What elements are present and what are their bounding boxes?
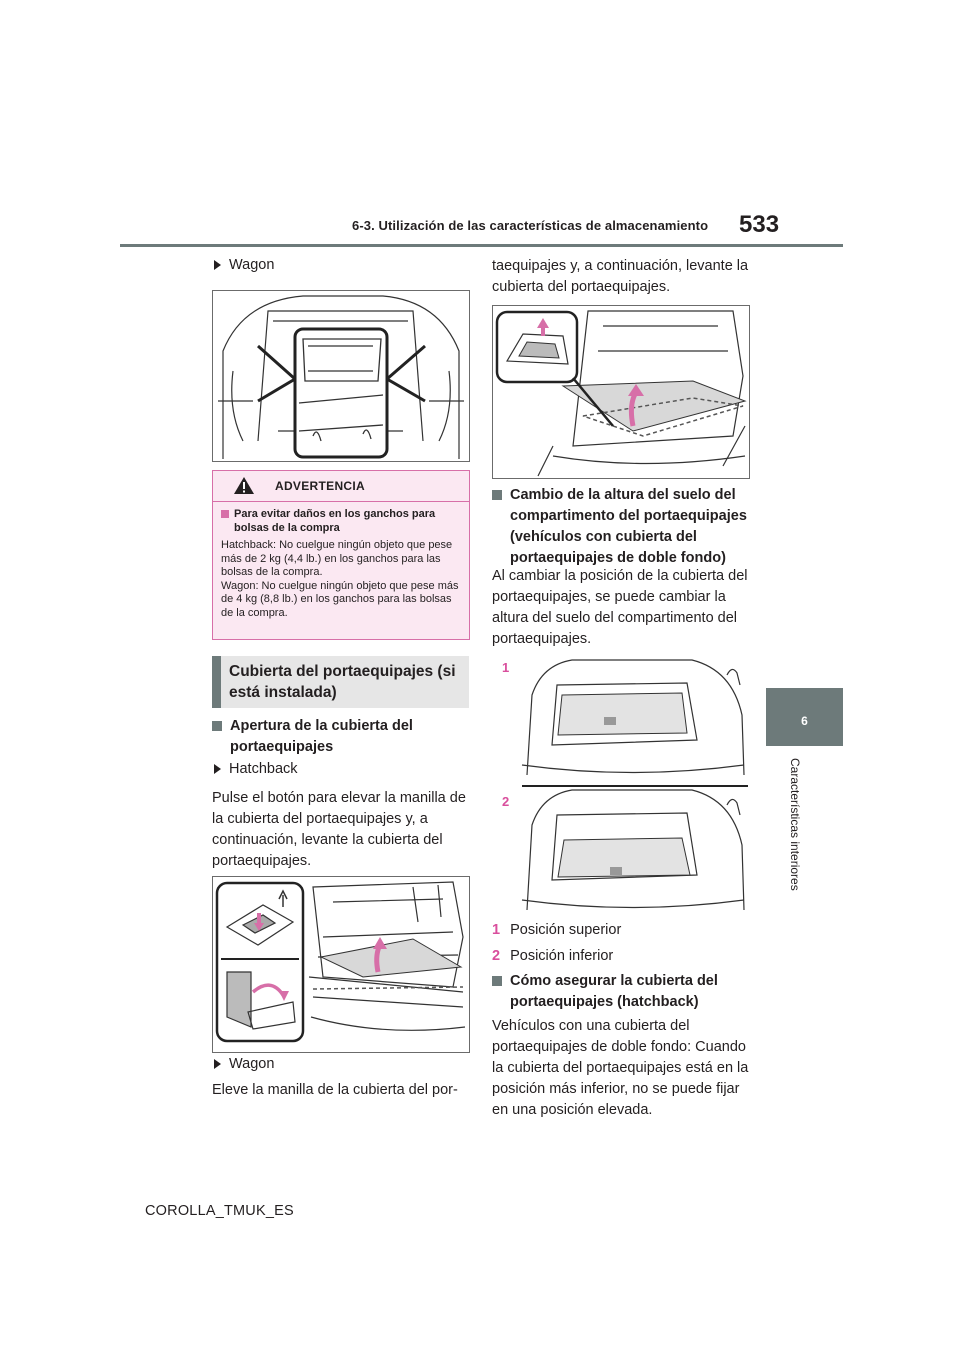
hatchback-label: Hatchback	[214, 761, 298, 777]
square-bullet-icon	[212, 721, 222, 731]
chapter-title-vertical: Características interiores	[788, 758, 808, 891]
wagon-instructions-cont: taequipajes y, a continuación, levante l…	[492, 258, 749, 295]
bullet-triangle-icon	[214, 1059, 221, 1069]
warning-box: ADVERTENCIA Para evitar daños en los gan…	[212, 470, 470, 640]
header-rule	[120, 244, 843, 247]
square-bullet-icon	[492, 976, 502, 986]
position-1-marker: 1	[502, 660, 509, 675]
subsection-securing-cover: Cómo asegurar la cubierta del portaequip…	[492, 971, 750, 1013]
wagon-label-1: Wagon	[214, 257, 274, 273]
square-bullet-icon	[492, 490, 502, 500]
section-heading-band: Cubierta del portaequipajes (si está ins…	[212, 656, 469, 708]
warning-text: Hatchback: No cuelgue ningún objeto que …	[221, 539, 459, 619]
position-item-1: 1 Posición superior	[492, 922, 622, 938]
position-2-marker: 2	[502, 794, 509, 809]
figure-wagon-cargo-hooks	[212, 290, 470, 462]
warning-triangle-icon	[234, 477, 254, 494]
warning-title: ADVERTENCIA	[275, 479, 365, 493]
section-heading: Cubierta del portaequipajes (si está ins…	[229, 663, 456, 701]
chapter-number: 6	[801, 714, 808, 728]
bullet-triangle-icon	[214, 260, 221, 270]
figure-floor-positions: 1 2	[492, 655, 748, 917]
chapter-tab	[766, 688, 843, 746]
subsection-opening-cover: Apertura de la cubierta del portaequipaj…	[212, 716, 468, 758]
warning-subheading: Para evitar daños en los ganchos para bo…	[221, 507, 465, 535]
chapter-title: Características interiores	[788, 758, 802, 891]
figure-hatchback-cover	[212, 876, 470, 1053]
floor-height-text: Al cambiar la posición de la cubierta de…	[492, 568, 748, 647]
figure-wagon-cover	[492, 305, 750, 479]
pink-square-bullet-icon	[221, 510, 229, 518]
securing-cover-text: Vehículos con una cubierta del portaequi…	[492, 1018, 749, 1118]
wagon-label-2: Wagon	[214, 1056, 274, 1072]
wagon-instructions-start: Eleve la manilla de la cubierta del por-	[212, 1082, 458, 1098]
hatchback-instructions: Pulse el botón para elevar la manilla de…	[212, 790, 466, 869]
warning-header: ADVERTENCIA	[213, 471, 469, 502]
document-code: COROLLA_TMUK_ES	[145, 1203, 294, 1219]
page-number: 533	[739, 211, 780, 238]
bullet-triangle-icon	[214, 764, 221, 774]
section-title: 6-3. Utilización de las características …	[352, 218, 709, 233]
position-item-2: 2 Posición inferior	[492, 948, 614, 964]
position-legend: 1 Posición superior 2 Posición inferior	[492, 920, 750, 967]
subsection-floor-height: Cambio de la altura del suelo del compar…	[492, 485, 750, 569]
